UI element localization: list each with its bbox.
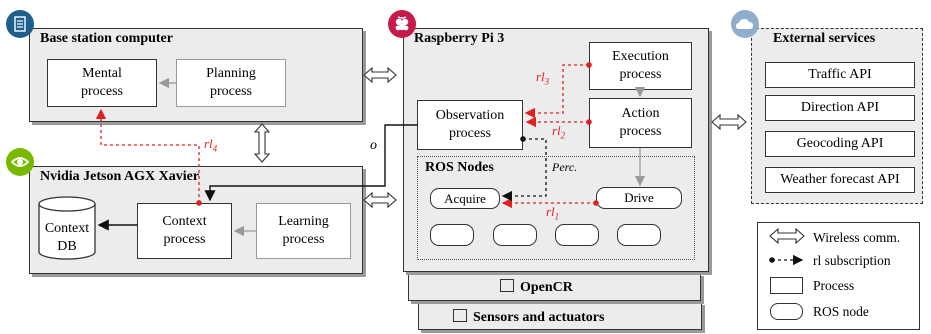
action-process: Action process xyxy=(589,98,692,148)
external-title: External services xyxy=(773,31,876,46)
context-process: Context process xyxy=(137,203,232,259)
legend-process-swatch xyxy=(770,277,803,294)
ros-node-empty-1 xyxy=(430,224,474,246)
wireless-arrow-base-rpi xyxy=(363,66,397,84)
acquire-node: Acquire xyxy=(430,188,500,209)
rl4-label: rl4 xyxy=(204,136,218,154)
legend-panel xyxy=(757,222,920,330)
perc-label: Perc. xyxy=(552,160,578,174)
opencr-label: OpenCR xyxy=(500,279,573,296)
sensors-bar xyxy=(418,302,702,330)
sensors-label: Sensors and actuators xyxy=(453,309,604,326)
weather-api: Weather forecast API xyxy=(765,167,915,193)
sensors-text: Sensors and actuators xyxy=(473,310,605,325)
execution-process: Execution process xyxy=(589,42,692,90)
context-db-cylinder xyxy=(38,196,96,260)
wireless-arrow-jetson-rpi xyxy=(363,191,397,209)
opencr-text: OpenCR xyxy=(520,280,573,295)
traffic-api: Traffic API xyxy=(765,62,915,88)
chip-icon xyxy=(500,279,514,292)
geocoding-api: Geocoding API xyxy=(765,131,915,157)
legend-ros-node: ROS node xyxy=(813,304,869,319)
rpi-title: Raspberry Pi 3 xyxy=(414,31,505,46)
server-icon xyxy=(6,10,34,38)
rl2-label: rl2 xyxy=(552,123,566,141)
ros-nodes-title: ROS Nodes xyxy=(425,160,494,175)
ros-nodes-frame xyxy=(417,156,695,260)
wireless-arrow-base-jetson xyxy=(253,123,271,163)
opencr-bar xyxy=(408,273,701,301)
legend-wireless: Wireless comm. xyxy=(813,230,901,245)
ros-node-empty-2 xyxy=(493,224,537,246)
chip-icon xyxy=(453,309,467,322)
cloud-icon xyxy=(731,10,759,38)
learning-process: Learning process xyxy=(256,203,351,259)
drive-node: Drive xyxy=(596,187,682,209)
mental-process: Mental process xyxy=(47,59,157,107)
ros-node-empty-4 xyxy=(617,224,661,246)
base-station-title: Base station computer xyxy=(40,31,173,46)
ros-node-empty-3 xyxy=(555,224,599,246)
direction-api: Direction API xyxy=(765,95,915,121)
legend-ros-node-swatch xyxy=(770,303,803,320)
nvidia-icon xyxy=(6,148,34,176)
jetson-title: Nvidia Jetson AGX Xavier xyxy=(40,169,200,184)
rl3-label: rl3 xyxy=(536,69,550,87)
raspberry-icon xyxy=(388,10,416,38)
legend-rl-subscription: rl subscription xyxy=(813,253,891,268)
rl1-label: rlrl11 xyxy=(546,204,560,222)
planning-process: Planning process xyxy=(176,59,286,107)
context-db-label: Context DB xyxy=(44,221,90,254)
o-label: o xyxy=(370,138,377,153)
wireless-arrow-rpi-external xyxy=(711,113,747,131)
observation-process: Observation process xyxy=(417,100,523,150)
legend-process: Process xyxy=(813,278,855,293)
